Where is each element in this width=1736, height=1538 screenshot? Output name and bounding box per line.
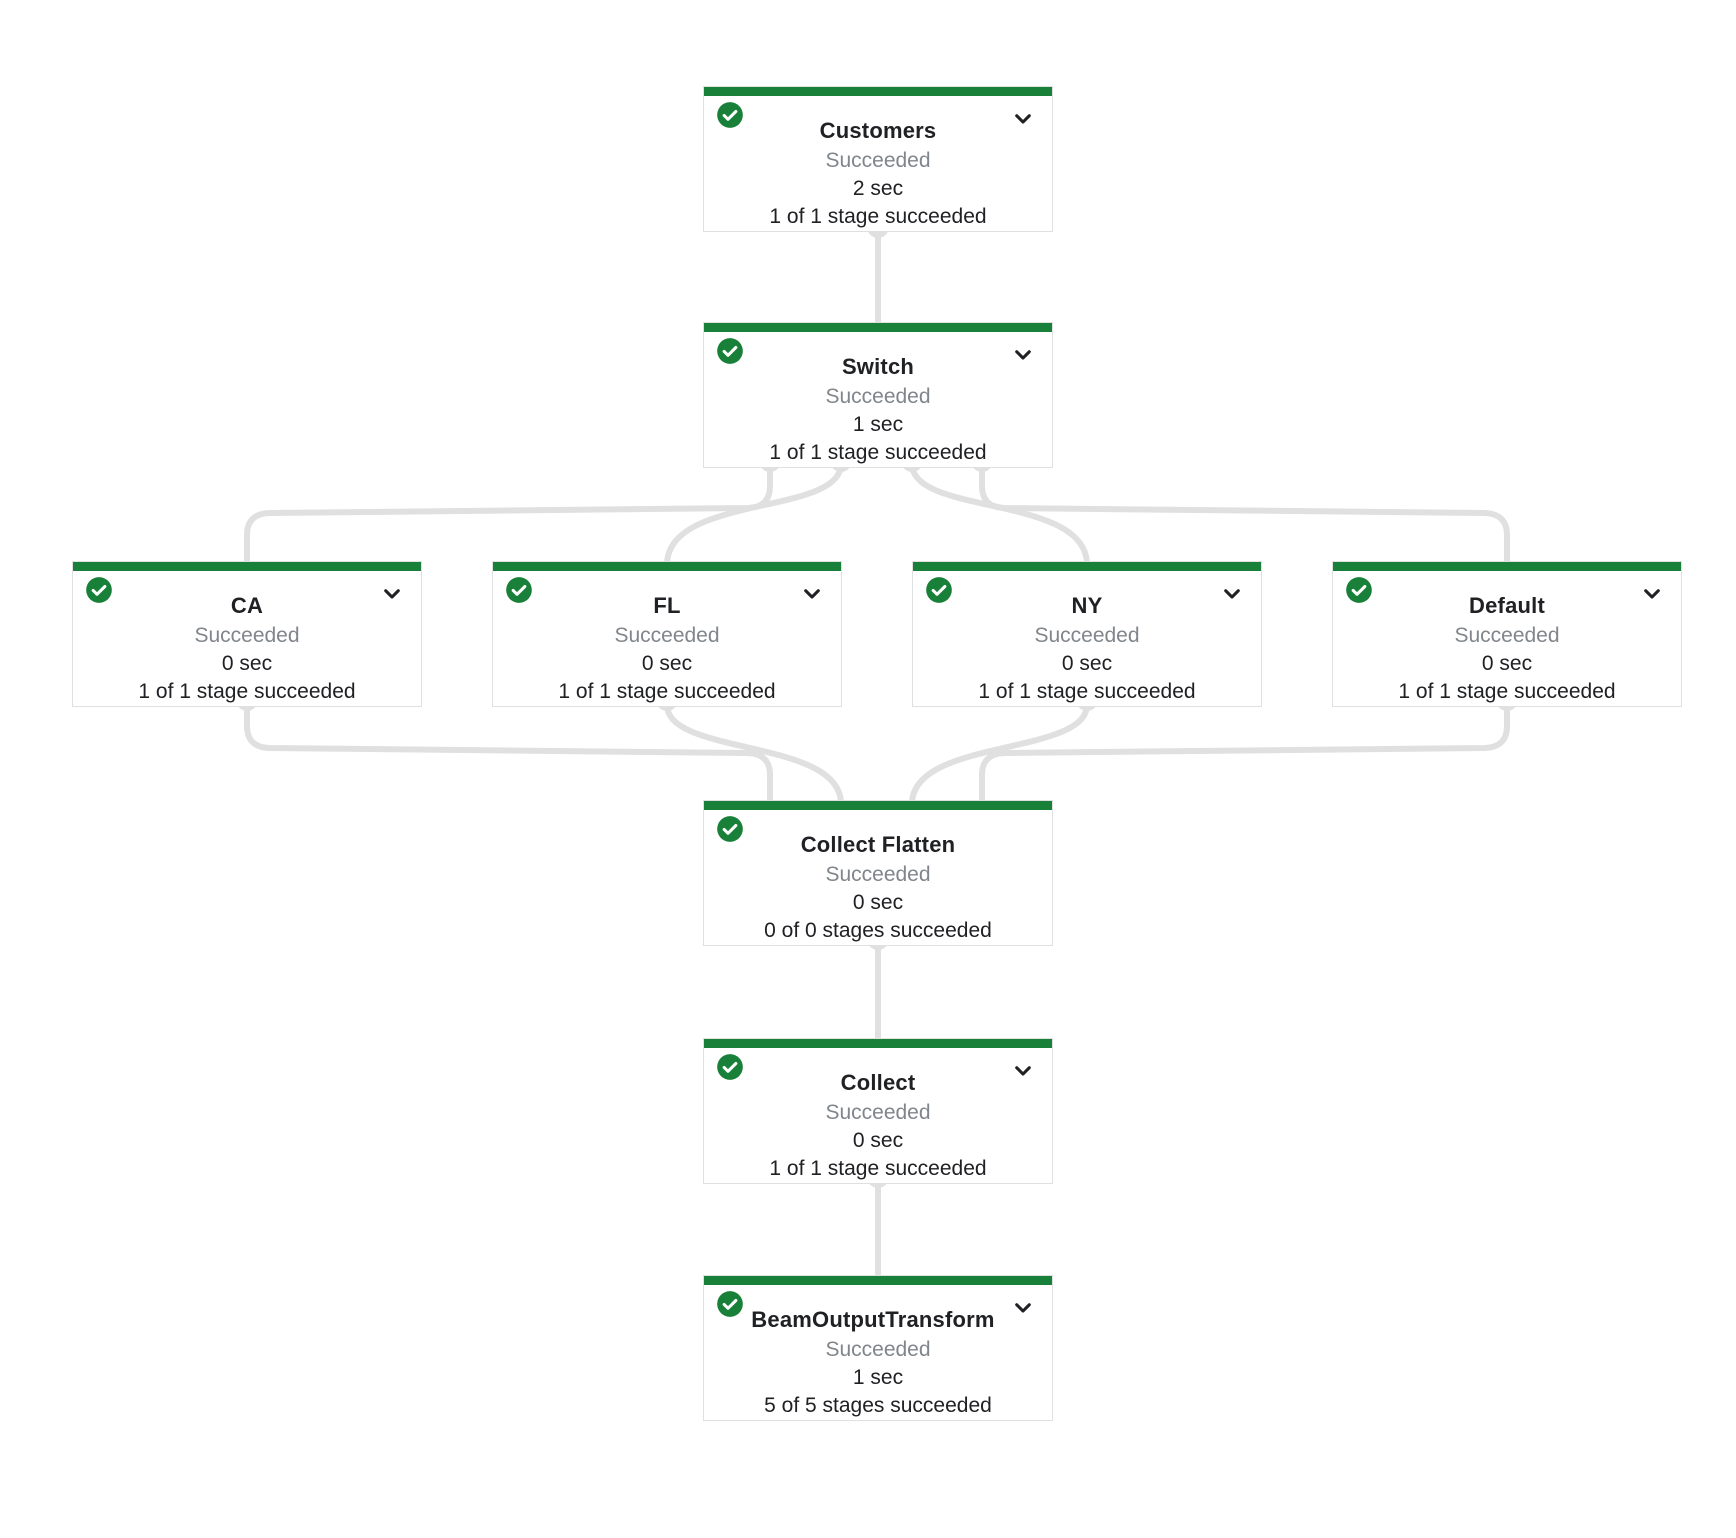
node-status: Succeeded [1034, 624, 1140, 647]
node-stages: 1 of 1 stage succeeded [769, 441, 987, 464]
node-stages: 1 of 1 stage succeeded [769, 1157, 987, 1180]
node-stages: 1 of 1 stage succeeded [558, 680, 776, 703]
chevron-down-icon[interactable] [1010, 1295, 1036, 1321]
node-title: FL [653, 593, 681, 618]
success-status-bar [1333, 562, 1681, 571]
node-status: Succeeded [614, 624, 720, 647]
node-duration: 0 sec [1481, 652, 1533, 675]
node-stages: 1 of 1 stage succeeded [1398, 680, 1616, 703]
check-circle-icon [716, 815, 744, 843]
node-duration: 1 sec [852, 413, 904, 436]
edge-switch-ca [244, 461, 773, 568]
node-status: Succeeded [1454, 624, 1560, 647]
chevron-down-icon[interactable] [1010, 342, 1036, 368]
node-stages: 1 of 1 stage succeeded [978, 680, 1196, 703]
chevron-down-icon[interactable] [379, 581, 405, 607]
edge-switch-default [979, 461, 1510, 568]
node-duration: 0 sec [221, 652, 273, 675]
check-circle-icon [505, 576, 533, 604]
edge-switch-ny [909, 461, 1090, 568]
node-title: NY [1071, 593, 1103, 618]
graph-node-customers[interactable]: Customers Succeeded 2 sec 1 of 1 stage s… [703, 86, 1053, 232]
node-status: Succeeded [194, 624, 300, 647]
node-status: Succeeded [825, 385, 931, 408]
node-status: Succeeded [825, 1101, 931, 1124]
check-circle-icon [1345, 576, 1373, 604]
chevron-down-icon[interactable] [799, 581, 825, 607]
graph-node-default[interactable]: Default Succeeded 0 sec 1 of 1 stage suc… [1332, 561, 1682, 707]
node-duration: 0 sec [641, 652, 693, 675]
node-title: BeamOutputTransform [751, 1307, 995, 1332]
node-title: CA [230, 593, 264, 618]
check-circle-icon [85, 576, 113, 604]
chevron-down-icon[interactable] [1010, 1058, 1036, 1084]
success-status-bar [493, 562, 841, 571]
success-status-bar [704, 801, 1052, 810]
node-duration: 1 sec [852, 1366, 904, 1389]
check-circle-icon [716, 1053, 744, 1081]
graph-node-fl[interactable]: FL Succeeded 0 sec 1 of 1 stage succeede… [492, 561, 842, 707]
node-status: Succeeded [825, 149, 931, 172]
node-duration: 0 sec [1061, 652, 1113, 675]
node-duration: 2 sec [852, 177, 904, 200]
node-stages: 1 of 1 stage succeeded [138, 680, 356, 703]
node-title: Customers [819, 118, 937, 143]
node-stages: 0 of 0 stages succeeded [764, 919, 992, 942]
graph-node-ca[interactable]: CA Succeeded 0 sec 1 of 1 stage succeede… [72, 561, 422, 707]
check-circle-icon [716, 337, 744, 365]
check-circle-icon [925, 576, 953, 604]
node-duration: 0 sec [852, 1129, 904, 1152]
success-status-bar [704, 1039, 1052, 1048]
edge-switch-fl [664, 461, 844, 568]
success-status-bar [704, 87, 1052, 96]
success-status-bar [704, 1276, 1052, 1285]
node-title: Switch [841, 354, 915, 379]
node-title: Collect [840, 1070, 916, 1095]
node-stages: 5 of 5 stages succeeded [764, 1394, 992, 1417]
node-title: Collect Flatten [800, 832, 956, 857]
chevron-down-icon[interactable] [1010, 106, 1036, 132]
check-circle-icon [716, 101, 744, 129]
node-status: Succeeded [825, 863, 931, 886]
node-status: Succeeded [825, 1338, 931, 1361]
chevron-down-icon[interactable] [1219, 581, 1245, 607]
success-status-bar [704, 323, 1052, 332]
chevron-down-icon[interactable] [1639, 581, 1665, 607]
graph-node-beam-output-transform[interactable]: BeamOutputTransform Succeeded 1 sec 5 of… [703, 1275, 1053, 1421]
graph-node-ny[interactable]: NY Succeeded 0 sec 1 of 1 stage succeede… [912, 561, 1262, 707]
edge-fl-collectflatten [664, 702, 844, 807]
node-stages: 1 of 1 stage succeeded [769, 205, 987, 228]
graph-node-switch[interactable]: Switch Succeeded 1 sec 1 of 1 stage succ… [703, 322, 1053, 468]
node-duration: 0 sec [852, 891, 904, 914]
edge-default-collectflatten [979, 702, 1510, 807]
graph-node-collect-flatten[interactable]: Collect Flatten Succeeded 0 sec 0 of 0 s… [703, 800, 1053, 946]
edge-ny-collectflatten [909, 702, 1090, 807]
node-title: Default [1469, 593, 1545, 618]
graph-node-collect[interactable]: Collect Succeeded 0 sec 1 of 1 stage suc… [703, 1038, 1053, 1184]
success-status-bar [73, 562, 421, 571]
success-status-bar [913, 562, 1261, 571]
check-circle-icon [716, 1290, 744, 1318]
edge-ca-collectflatten [244, 702, 773, 807]
